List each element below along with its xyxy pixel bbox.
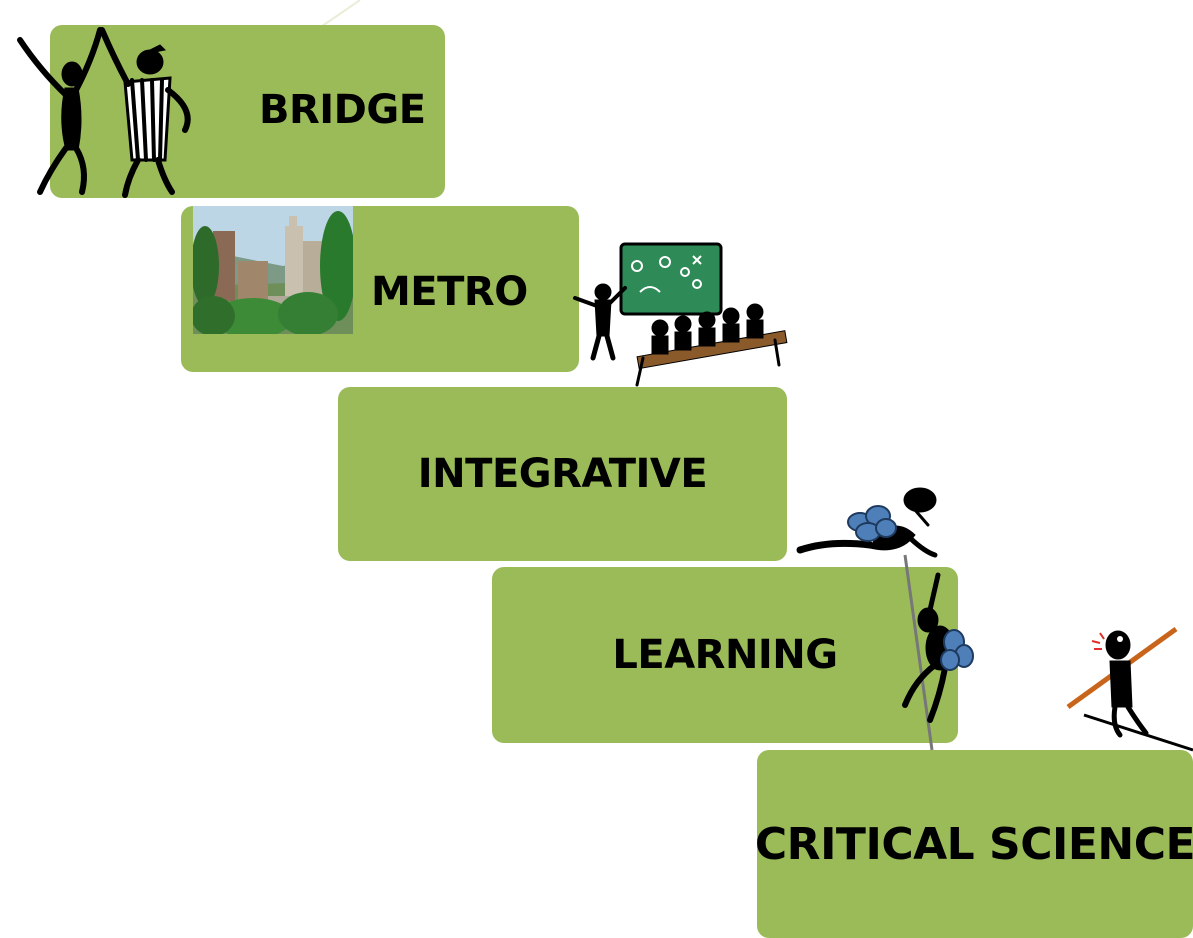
high-five-figures xyxy=(17,27,191,198)
step-label-metro: METRO xyxy=(371,269,528,315)
coach-chalkboard-class xyxy=(573,242,788,387)
climber-on-rope xyxy=(796,487,974,751)
step-label-learning: LEARNING xyxy=(612,632,838,678)
step-label-critical-science: CRITICAL SCIENCE xyxy=(754,818,1193,870)
city-photo xyxy=(193,206,353,334)
step-metro: METRO xyxy=(181,206,579,372)
step-critical-science: CRITICAL SCIENCE xyxy=(754,750,1193,938)
step-integrative: INTEGRATIVE xyxy=(338,387,787,561)
step-label-integrative: INTEGRATIVE xyxy=(417,451,708,497)
step-learning: LEARNING xyxy=(492,567,958,743)
step-label-bridge: BRIDGE xyxy=(259,87,426,133)
tightrope-walker xyxy=(1066,626,1193,752)
